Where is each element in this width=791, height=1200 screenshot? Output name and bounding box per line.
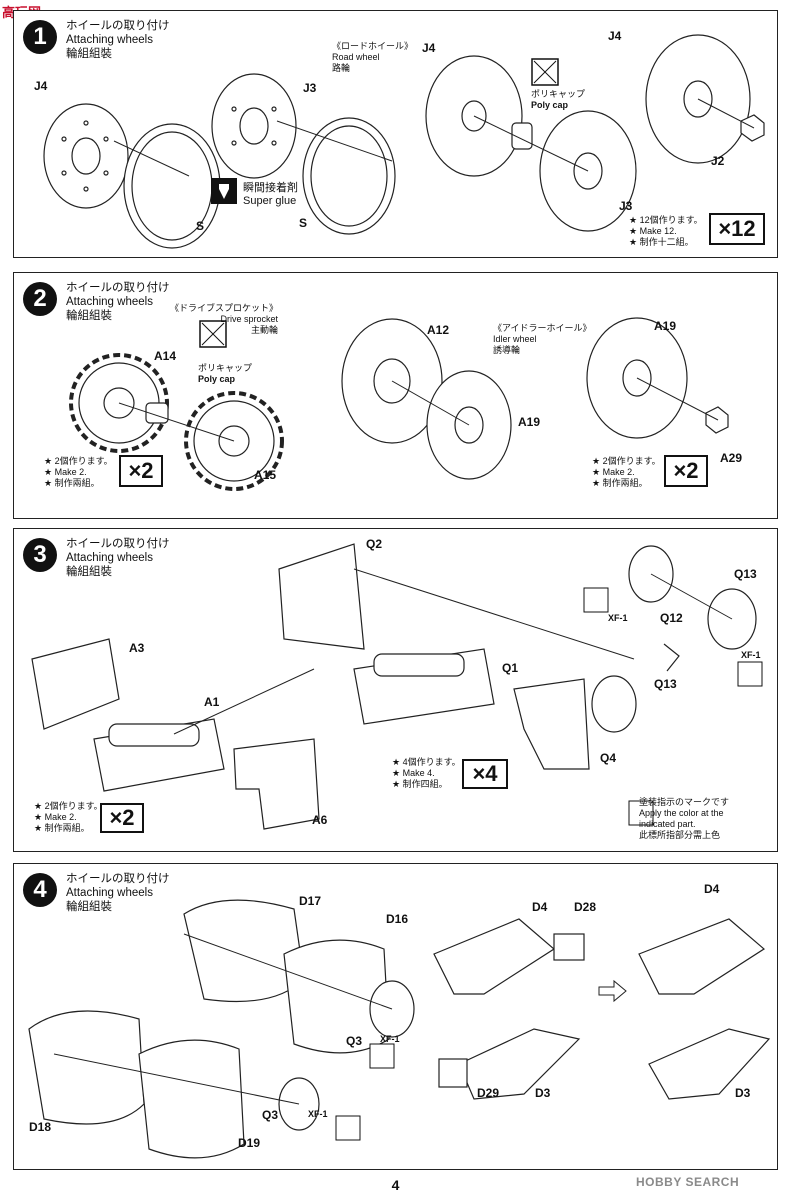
- step-1-illustration: [43, 34, 765, 249]
- housing-cover-d17: [183, 899, 305, 1003]
- paint-code: XF-1: [741, 650, 761, 660]
- quantity-note: ★ 4個作ります。 ★ Make 4. ★ 制作四組。: [392, 757, 461, 789]
- step-title: ホイールの取り付け Attaching wheels 輪組組裝: [66, 873, 170, 913]
- part-label-a3: A3: [129, 641, 145, 655]
- road-wheel-caption: 《ロードホイール》 Road wheel 路輪: [332, 41, 414, 73]
- quantity-multiplier: ×2: [100, 803, 144, 833]
- step-4-panel: 4 ホイールの取り付け Attaching wheels 輪組組裝: [13, 863, 778, 1170]
- part-label-j4: J4: [608, 29, 622, 43]
- part-label-d18: D18: [29, 1120, 52, 1134]
- quantity-multiplier: ×12: [709, 213, 765, 245]
- color-instruction-note: 塗装指示のマークです Apply the color at the indica…: [639, 797, 730, 840]
- super-glue-note: 瞬間接着剤 Super glue: [243, 182, 298, 207]
- part-label-d19: D19: [238, 1136, 261, 1150]
- part-label-q12: Q12: [660, 611, 683, 625]
- paint-code: XF-1: [380, 1034, 400, 1044]
- part-label-s: S: [299, 216, 308, 230]
- step-2-illustration: [69, 317, 729, 491]
- step-number: 2: [23, 282, 57, 316]
- step-title: ホイールの取り付け Attaching wheels 輪組組裝: [66, 538, 170, 578]
- part-label-j4: J4: [34, 79, 48, 93]
- quantity-note: ★ 12個作ります。 ★ Make 12. ★ 制作十二組。: [629, 215, 703, 247]
- part-label-j4: J4: [422, 41, 436, 55]
- part-label-a29: A29: [720, 451, 743, 465]
- paint-code: XF-1: [608, 613, 628, 623]
- quantity-multiplier: ×4: [462, 759, 508, 789]
- housing-d16: [283, 939, 390, 1054]
- suspension-bracket-a3: [31, 638, 120, 730]
- step-4-illustration: [28, 899, 771, 1159]
- quantity-note: ★ 2個作ります。 ★ Make 2. ★ 制作兩組。: [34, 801, 103, 833]
- part-label-d4: D4: [704, 882, 720, 896]
- step-2-panel: 2 ホイールの取り付け Attaching wheels 輪組組裝: [13, 272, 778, 519]
- part-label-a12: A12: [427, 323, 450, 337]
- step-3-illustration: [31, 543, 763, 830]
- part-label-a1: A1: [204, 695, 220, 709]
- part-label-a6: A6: [312, 813, 328, 827]
- part-label-a19: A19: [518, 415, 541, 429]
- part-label-a14: A14: [154, 349, 177, 363]
- quantity-multiplier: ×2: [119, 455, 163, 487]
- part-label-q4: Q4: [600, 751, 617, 765]
- part-label-q3: Q3: [346, 1034, 363, 1048]
- step-number: 1: [23, 20, 57, 54]
- step-1-panel: 1 ホイールの取り付け Attaching wheels 輪組組裝: [13, 10, 778, 258]
- step-title: ホイールの取り付け Attaching wheels 輪組組裝: [66, 282, 170, 322]
- part-label-d3: D3: [535, 1086, 551, 1100]
- part-label-d4: D4: [532, 900, 548, 914]
- quantity-note: ★ 2個作ります。 ★ Make 2. ★ 制作兩組。: [44, 456, 113, 488]
- part-label-a15: A15: [254, 468, 277, 482]
- suspension-bracket-q2: [278, 543, 365, 650]
- step-3-panel: 3 ホイールの取り付け Attaching wheels 輪組組裝: [13, 528, 778, 852]
- part-label-d29: D29: [477, 1086, 500, 1100]
- poly-cap-note: ポリキャップ Poly cap: [531, 89, 586, 110]
- part-label-a19: A19: [654, 319, 677, 333]
- part-label-d28: D28: [574, 900, 597, 914]
- paint-code: XF-1: [308, 1109, 328, 1119]
- housing-d19: [138, 1039, 245, 1159]
- quantity-note: ★ 2個作ります。 ★ Make 2. ★ 制作兩組。: [592, 456, 661, 488]
- part-label-j3: J3: [303, 81, 317, 95]
- hobby-search-logo: HOBBY SEARCH: [636, 1175, 740, 1189]
- part-label-q13: Q13: [654, 677, 677, 691]
- quantity-multiplier: ×2: [664, 455, 708, 487]
- part-label-q13: Q13: [734, 567, 757, 581]
- step-number: 3: [23, 538, 57, 572]
- part-label-d3: D3: [735, 1086, 751, 1100]
- part-label-q3: Q3: [262, 1108, 279, 1122]
- part-label-j3: J3: [619, 199, 633, 213]
- part-label-j2: J2: [711, 154, 725, 168]
- part-label-d16: D16: [386, 912, 409, 926]
- page-number: 4: [391, 1177, 400, 1193]
- part-label-q2: Q2: [366, 537, 383, 551]
- drive-sprocket-caption: 《ドライブスプロケット》 Drive sprocket 主動輪: [170, 303, 279, 335]
- idler-wheel-caption: 《アイドラーホイール》 Idler wheel 誘導輪: [493, 323, 592, 355]
- part-label-s: S: [196, 219, 205, 233]
- poly-cap-note: ポリキャップ Poly cap: [198, 363, 253, 384]
- part-label-q1: Q1: [502, 661, 519, 675]
- housing-cover-d18: [28, 1010, 145, 1125]
- part-label-d17: D17: [299, 894, 322, 908]
- step-number: 4: [23, 873, 57, 907]
- step-title: ホイールの取り付け Attaching wheels 輪組組裝: [66, 20, 170, 60]
